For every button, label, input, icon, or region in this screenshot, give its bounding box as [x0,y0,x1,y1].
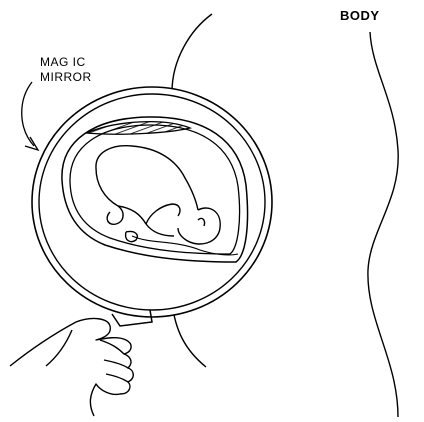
belly-curve-top [172,14,212,92]
label-arrow [22,82,34,146]
magic-mirror-label-line2: MIRROR [40,71,92,83]
body-outline [368,32,398,417]
magic-mirror-label-line1: MAG IC [40,56,86,68]
hand [10,319,133,416]
body-label: BODY [340,9,380,22]
